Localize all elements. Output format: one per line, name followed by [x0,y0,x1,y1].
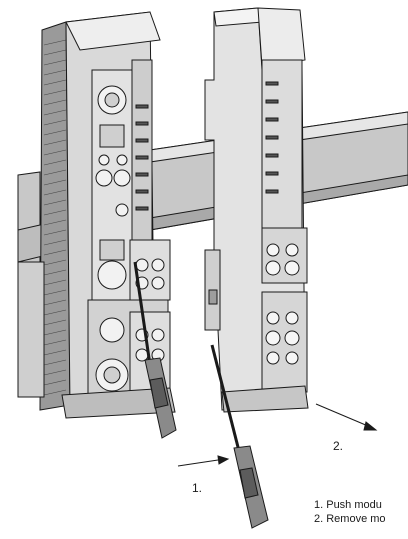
instruction-line-2: 2. Remove mo [314,513,386,525]
screwdriver-left [133,261,177,439]
step-1-label: 1. [192,481,202,495]
left-module [17,11,176,419]
left-module-slots [135,104,149,211]
instruction-line-1: 1. Push modu [314,499,382,511]
step-1-arrow [177,455,230,467]
step-2-label: 2. [333,439,343,453]
side-ribbing [43,39,67,396]
step-2-arrow [315,403,378,431]
right-module-slots [265,81,279,194]
right-module [204,7,309,413]
screwdriver-right [210,344,269,529]
